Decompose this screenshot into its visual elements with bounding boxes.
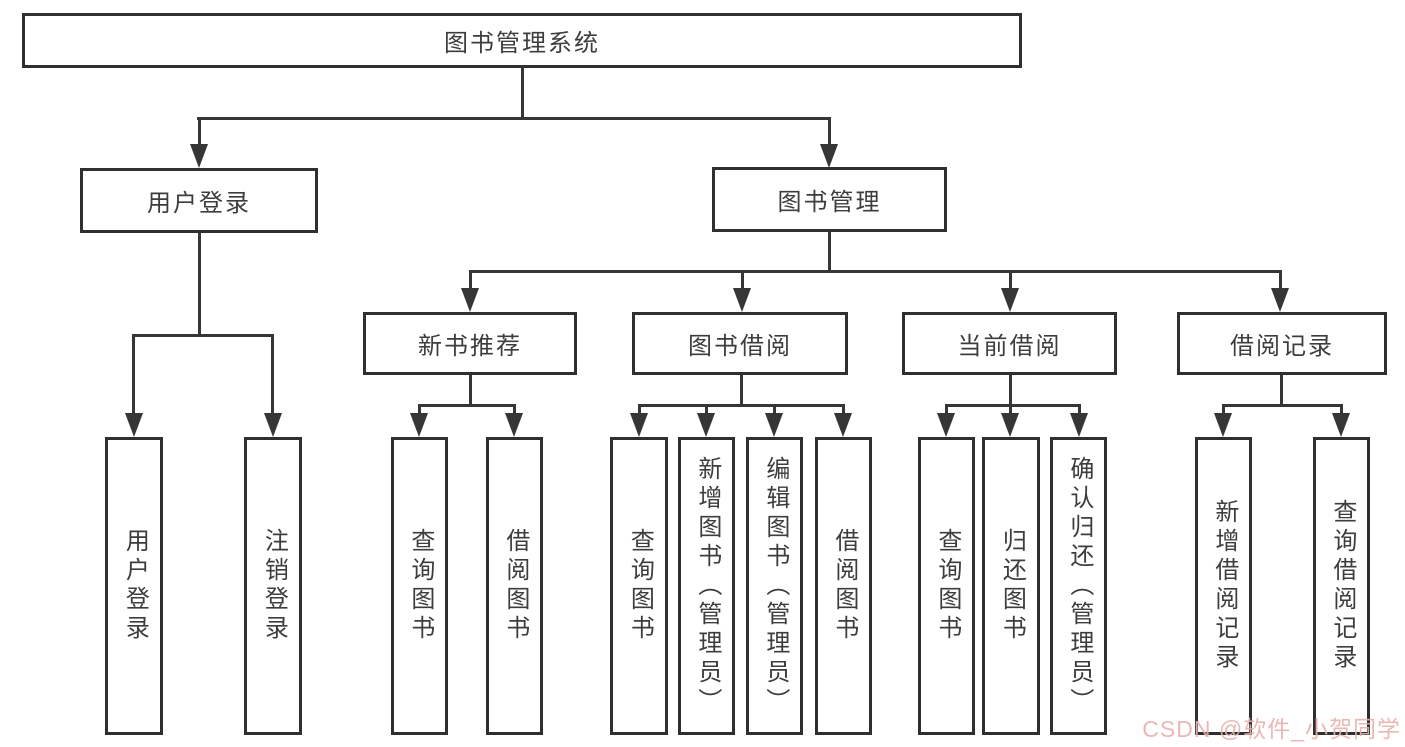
connector-line (638, 404, 641, 416)
leaf-label: 借阅图书 (501, 528, 529, 644)
arrow-down-icon (505, 413, 523, 437)
connector-line (1009, 270, 1012, 292)
leaf-label: 注销登录 (260, 528, 288, 644)
leaf-current-confirm-admin: 确认归还（管理员） (1050, 437, 1107, 735)
connector-line (1009, 375, 1012, 406)
connector-line (521, 68, 524, 118)
arrow-down-icon (125, 413, 143, 437)
arrow-down-icon (1214, 413, 1232, 437)
connector-line (271, 334, 274, 414)
arrow-down-icon (1271, 288, 1289, 312)
leaf-label: 查询图书 (933, 528, 961, 644)
connector-line (1078, 404, 1081, 416)
connector-line (1222, 404, 1342, 407)
leaf-label: 归还图书 (998, 528, 1026, 644)
leaf-label: 确认归还（管理员） (1065, 455, 1093, 717)
leaf-records-query: 查询借阅记录 (1313, 437, 1370, 735)
leaf-records-add: 新增借阅记录 (1195, 437, 1252, 735)
arrow-down-icon (834, 413, 852, 437)
arrow-down-icon (733, 288, 751, 312)
node-current-borrow: 当前借阅 (902, 312, 1117, 375)
connector-line (1280, 375, 1283, 406)
connector-line (828, 232, 831, 272)
connector-line (1222, 404, 1225, 416)
arrow-down-icon (765, 413, 783, 437)
connector-line (418, 404, 421, 416)
leaf-current-return: 归还图书 (982, 437, 1040, 735)
connector-line (513, 404, 516, 416)
leaf-label: 查询借阅记录 (1328, 499, 1356, 673)
csdn-watermark: CSDN @软件_小贺同学 (1142, 716, 1401, 742)
leaf-label: 用户登录 (121, 528, 149, 644)
arrow-down-icon (937, 413, 955, 437)
connector-line (132, 334, 274, 337)
connector-line (197, 117, 831, 120)
connector-line (1340, 404, 1343, 416)
arrow-down-icon (1332, 413, 1350, 437)
arrow-down-icon (697, 413, 715, 437)
leaf-label: 编辑图书（管理员） (761, 455, 789, 717)
leaf-label: 查询图书 (406, 528, 434, 644)
arrow-down-icon (1001, 288, 1019, 312)
connector-line (945, 404, 948, 416)
node-borrow-records: 借阅记录 (1177, 312, 1387, 375)
leaf-logout: 注销登录 (244, 437, 302, 735)
connector-line (418, 404, 516, 407)
connector-line (469, 375, 472, 406)
arrow-down-icon (1001, 413, 1019, 437)
arrow-down-icon (410, 413, 428, 437)
connector-line (198, 117, 201, 146)
connector-line (1009, 404, 1012, 416)
connector-line (705, 404, 708, 416)
connector-line (828, 117, 831, 146)
connector-line (638, 404, 844, 407)
arrow-down-icon (1070, 413, 1088, 437)
connector-line (945, 404, 1080, 407)
node-book-management: 图书管理 (712, 167, 947, 232)
leaf-user-login: 用户登录 (105, 437, 163, 735)
leaf-newbooks-borrow: 借阅图书 (486, 437, 543, 735)
leaf-label: 借阅图书 (830, 528, 858, 644)
arrow-down-icon (630, 413, 648, 437)
connector-line (198, 233, 201, 336)
leaf-borrow-edit-admin: 编辑图书（管理员） (746, 437, 803, 735)
leaf-current-query: 查询图书 (918, 437, 975, 735)
arrow-down-icon (820, 144, 838, 168)
connector-line (469, 270, 472, 292)
connector-line (469, 270, 1282, 273)
connector-line (740, 375, 743, 406)
arrow-down-icon (461, 288, 479, 312)
leaf-borrow-query: 查询图书 (610, 437, 668, 735)
connector-line (773, 404, 776, 416)
node-book-borrow: 图书借阅 (632, 312, 848, 375)
connector-line (741, 270, 744, 292)
leaf-label: 新增图书（管理员） (693, 455, 721, 717)
leaf-borrow-book: 借阅图书 (815, 437, 872, 735)
leaf-label: 新增借阅记录 (1210, 499, 1238, 673)
connector-line (842, 404, 845, 416)
arrow-down-icon (190, 144, 208, 168)
node-library-system: 图书管理系统 (22, 13, 1022, 68)
leaf-borrow-add-admin: 新增图书（管理员） (678, 437, 735, 735)
leaf-newbooks-query: 查询图书 (391, 437, 448, 735)
node-new-book-recommend: 新书推荐 (363, 312, 577, 375)
node-user-login: 用户登录 (80, 168, 318, 233)
arrow-down-icon (264, 413, 282, 437)
leaf-label: 查询图书 (626, 528, 654, 644)
connector-line (1279, 270, 1282, 292)
connector-line (132, 334, 135, 414)
